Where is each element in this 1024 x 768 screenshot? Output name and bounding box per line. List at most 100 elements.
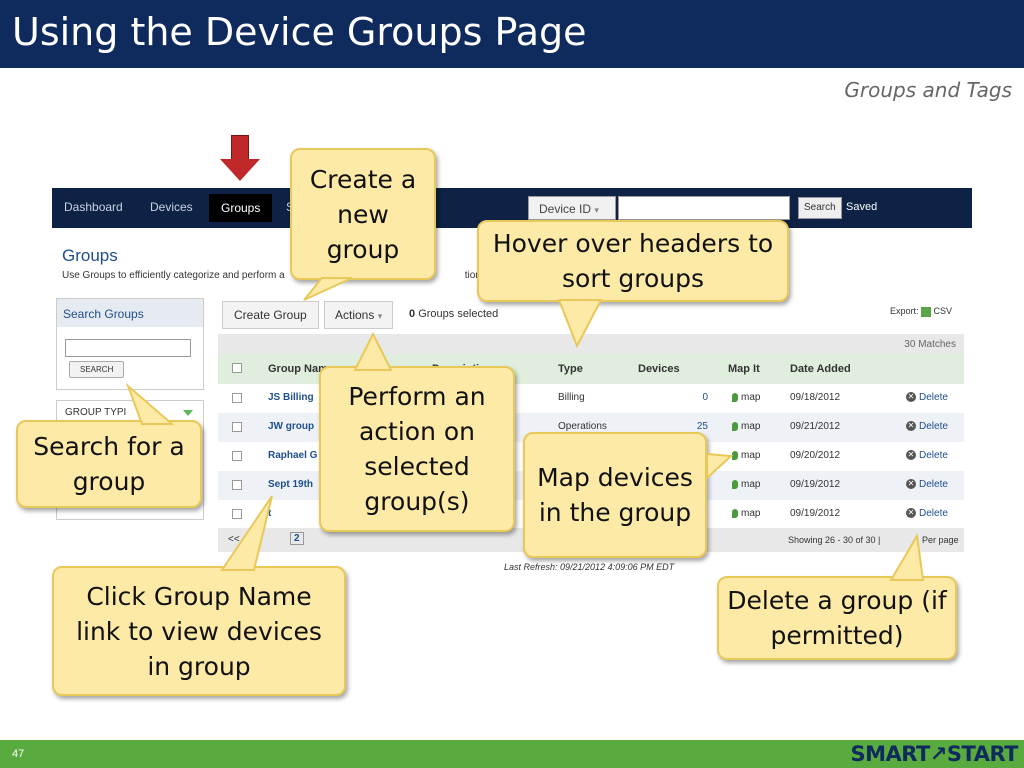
map-pin-icon (732, 392, 738, 402)
row-checkbox[interactable] (232, 480, 242, 490)
map-label: map (741, 392, 761, 403)
delete-link[interactable]: ✕Delete (906, 479, 948, 490)
map-label: map (741, 450, 761, 461)
search-button[interactable]: Search (798, 197, 842, 219)
delete-link[interactable]: ✕Delete (906, 421, 948, 432)
nav-item-groups[interactable]: Groups (209, 194, 273, 222)
group-name-link[interactable]: t (268, 508, 272, 519)
saved-link[interactable]: Saved (846, 201, 878, 213)
delete-icon: ✕ (906, 450, 916, 461)
csv-link[interactable]: CSV (933, 306, 953, 316)
date-added: 09/18/2012 (790, 392, 841, 403)
matches-bar: 30 Matches (218, 334, 964, 354)
footer-bar (0, 740, 1024, 768)
group-type: Billing (558, 392, 585, 403)
map-link[interactable]: map (732, 450, 760, 461)
pager-prev-button[interactable]: << (228, 534, 240, 545)
page-title: Groups (62, 246, 118, 265)
export-control[interactable]: Export: CSV (890, 306, 953, 317)
delete-label: Delete (919, 508, 948, 519)
device-count[interactable]: 25 (696, 421, 708, 432)
callout-pointer (557, 299, 603, 349)
callout-pointer (220, 495, 273, 571)
map-pin-icon (732, 508, 738, 518)
delete-icon: ✕ (906, 392, 916, 403)
header-group-name[interactable]: Group Name (268, 363, 335, 375)
map-pin-icon (732, 421, 738, 431)
header-map-it[interactable]: Map It (728, 363, 760, 375)
date-added: 09/20/2012 (790, 450, 841, 461)
map-link[interactable]: map (732, 392, 760, 403)
header-date-added[interactable]: Date Added (790, 363, 851, 375)
row-checkbox[interactable] (232, 451, 242, 461)
callout-pointer (889, 533, 925, 581)
map-label: map (741, 508, 761, 519)
page-description: Use Groups to efficiently categorize and… (62, 270, 513, 281)
row-checkbox[interactable] (232, 393, 242, 403)
row-checkbox[interactable] (232, 422, 242, 432)
callout-pointer (353, 331, 393, 371)
header-devices[interactable]: Devices (638, 363, 680, 375)
delete-link[interactable]: ✕Delete (906, 450, 948, 461)
pager-page-button[interactable]: 2 (290, 532, 304, 545)
search-input[interactable] (618, 196, 790, 220)
table-row: t map 09/19/2012 ✕Delete (218, 500, 964, 529)
actions-label: Actions (335, 308, 375, 322)
page-description-text: Use Groups to efficiently categorize and… (62, 270, 285, 281)
pager-status: Showing 26 - 30 of 30 | (788, 535, 881, 545)
table-row: Raphael G map 09/20/2012 ✕Delete (218, 442, 964, 471)
group-name-link[interactable]: Raphael G (268, 450, 318, 461)
delete-label: Delete (919, 450, 948, 461)
group-name-link[interactable]: JW group (268, 421, 315, 432)
delete-label: Delete (919, 421, 948, 432)
map-pin-icon (732, 450, 738, 460)
search-groups-title: Search Groups (57, 299, 203, 327)
map-link[interactable]: map (732, 479, 760, 490)
delete-label: Delete (919, 392, 948, 403)
date-added: 09/19/2012 (790, 479, 841, 490)
export-label: Export (890, 306, 917, 316)
row-checkbox[interactable] (232, 509, 242, 519)
callout-pointer (303, 277, 353, 301)
header-type[interactable]: Type (558, 363, 583, 375)
table-row: JS Billing Billing 0 map 09/18/2012 ✕Del… (218, 384, 964, 413)
nav-item-devices[interactable]: Devices (150, 200, 193, 214)
callout-action-text: Perform an action on selected group(s) (348, 382, 486, 516)
top-nav: Dashboard Devices Groups S Device ID ▾ S… (52, 188, 972, 228)
callout-pointer (125, 382, 175, 425)
expand-arrow-icon[interactable] (183, 410, 193, 416)
delete-link[interactable]: ✕Delete (906, 508, 948, 519)
search-type-select[interactable]: Device ID ▾ (528, 196, 616, 220)
delete-icon: ✕ (906, 421, 916, 432)
red-arrow-head (220, 159, 260, 181)
map-label: map (741, 479, 761, 490)
csv-icon (921, 306, 932, 317)
matches-count: 30 Matches (904, 339, 956, 350)
chevron-down-icon: ▾ (594, 205, 599, 215)
delete-link[interactable]: ✕Delete (906, 392, 948, 403)
map-label: map (741, 421, 761, 432)
callout-create-text: Create a new group (309, 164, 417, 264)
map-pin-icon (732, 479, 738, 489)
brand-logo: SMART↗START (850, 742, 1018, 766)
search-groups-panel: Search Groups SEARCH (56, 298, 204, 390)
callout-perform-action: Perform an action on selected group(s) (319, 331, 515, 532)
actions-dropdown[interactable]: Actions ▾ (324, 301, 394, 329)
callout-search-group: Search for a group (16, 382, 202, 508)
create-group-button[interactable]: Create Group (222, 301, 319, 329)
slide-subtitle: Groups and Tags (844, 78, 1012, 102)
map-link[interactable]: map (732, 421, 760, 432)
search-groups-input[interactable] (65, 339, 191, 357)
device-count[interactable]: 0 (702, 392, 708, 403)
nav-item-dashboard[interactable]: Dashboard (64, 200, 123, 214)
group-name-link[interactable]: Sept 19th (268, 479, 314, 490)
date-added: 09/19/2012 (790, 508, 841, 519)
group-name-link[interactable]: JS Billing (268, 392, 314, 403)
callout-map-devices: Map devices in the group (523, 432, 734, 558)
map-link[interactable]: map (732, 508, 760, 519)
slide-title: Using the Device Groups Page (12, 10, 587, 54)
groups-selected-status: 0 Groups selected (409, 308, 498, 320)
search-groups-button[interactable]: SEARCH (69, 361, 125, 378)
per-page-label: Per page (922, 535, 959, 545)
select-all-checkbox[interactable] (232, 363, 242, 373)
